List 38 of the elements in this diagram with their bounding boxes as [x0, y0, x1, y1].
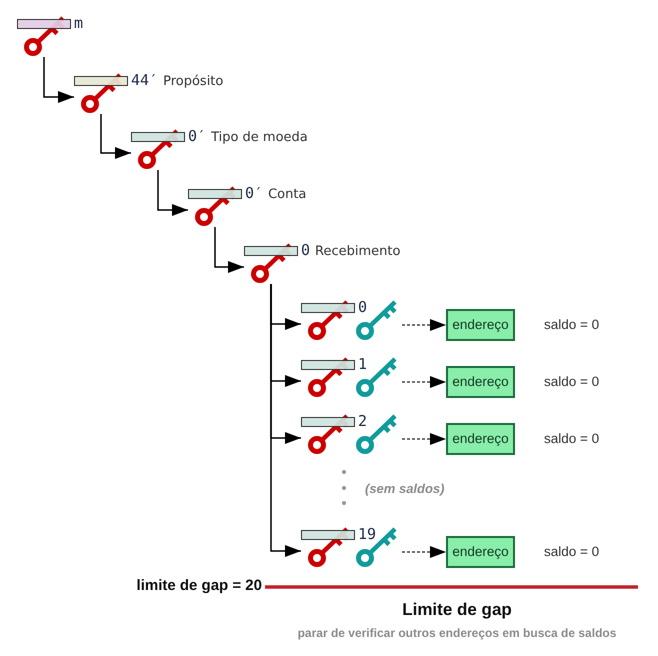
key-index: 19	[358, 526, 376, 543]
dashed-arrow	[402, 546, 446, 558]
key-index: 0′	[188, 128, 206, 145]
address-box	[446, 366, 515, 398]
address-box	[446, 423, 515, 455]
balance-label: saldo = 0	[544, 431, 600, 447]
key-label: Conta	[268, 186, 306, 203]
address-label: endereço	[452, 431, 509, 447]
address-label: endereço	[452, 374, 509, 390]
key-label: Recebimento	[315, 243, 400, 260]
balance-label: saldo = 0	[544, 374, 600, 390]
dashed-arrow	[402, 433, 446, 445]
key-index: m	[74, 15, 84, 32]
address-box	[446, 536, 515, 568]
key-label: Propósito	[163, 73, 224, 90]
arrow	[157, 170, 188, 216]
address-box	[446, 309, 515, 341]
arrow	[100, 114, 131, 159]
key-label: Tipo de moeda	[211, 129, 308, 146]
dashed-arrow	[402, 319, 446, 331]
key-index: 44′	[131, 72, 158, 89]
key-index: 0	[301, 242, 310, 259]
gap-limit-label: limite de gap = 20	[136, 577, 262, 595]
arrow	[270, 284, 301, 557]
address-label: endereço	[452, 317, 509, 333]
section-title: Limite de gap	[402, 600, 512, 620]
key-index: 1	[358, 356, 368, 373]
key-index: 2	[358, 413, 368, 430]
arrow	[214, 227, 244, 273]
note-text: (sem saldos)	[365, 481, 444, 497]
key-index: 0	[358, 299, 368, 316]
key-index: 0′	[245, 185, 264, 202]
dashed-arrow	[402, 376, 446, 388]
subtitle-text: parar de verificar outros endereços em busca de saldos	[298, 626, 616, 641]
balance-label: saldo = 0	[544, 317, 600, 333]
balance-label: saldo = 0	[544, 544, 600, 560]
address-label: endereço	[452, 544, 509, 560]
arrow	[43, 57, 74, 103]
